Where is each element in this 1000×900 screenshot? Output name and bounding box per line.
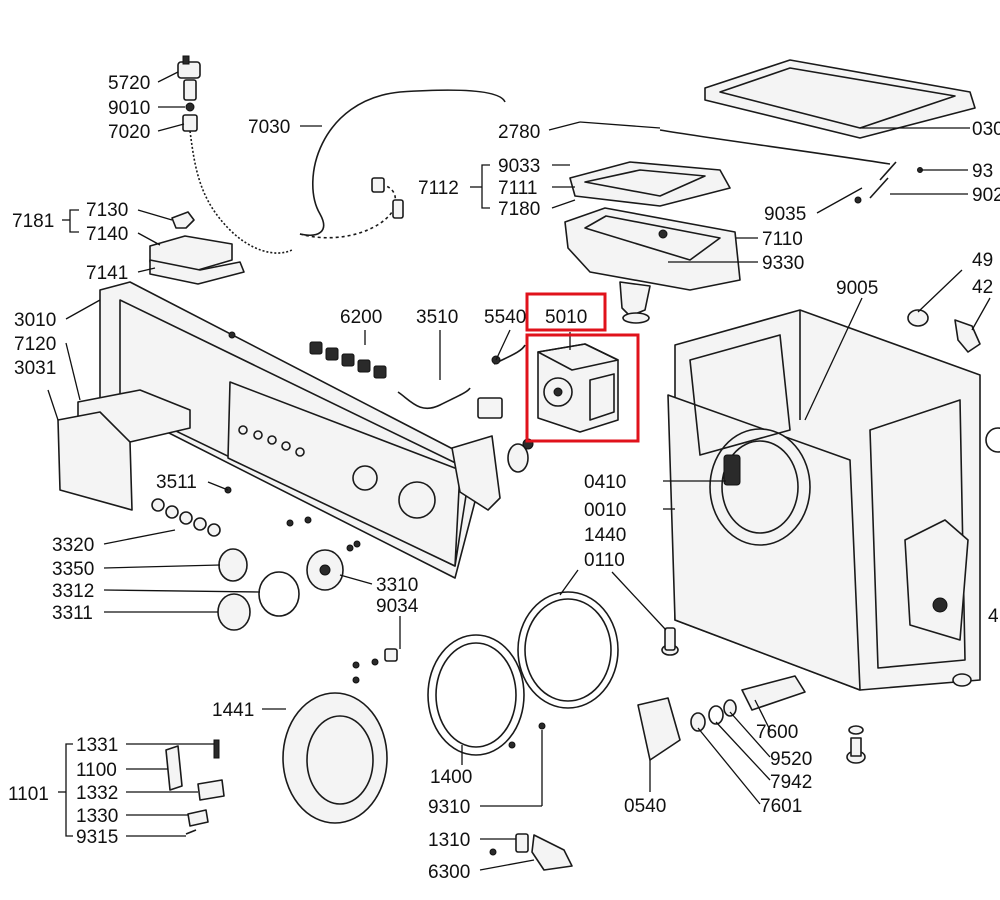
label-5720: 5720 xyxy=(108,73,150,94)
label-1400: 1400 xyxy=(430,767,472,788)
highlight-part-box xyxy=(525,333,640,443)
top-hinge-part xyxy=(854,161,923,204)
label-1441: 1441 xyxy=(212,700,254,721)
label-1332: 1332 xyxy=(76,783,118,804)
label-7600: 7600 xyxy=(756,722,798,743)
label-0410: 0410 xyxy=(584,472,626,493)
label-1330: 1330 xyxy=(76,806,118,827)
label-7020: 7020 xyxy=(108,122,150,143)
label-3312: 3312 xyxy=(52,581,94,602)
highlight-5010 xyxy=(525,292,640,443)
wire-harness-part xyxy=(659,129,891,165)
label-3511: 3511 xyxy=(156,472,197,493)
dispenser-housing-part xyxy=(564,161,741,324)
side-parts-part xyxy=(907,309,1000,453)
adjustable-foot-part xyxy=(661,627,972,764)
label-030: 030 xyxy=(972,119,1000,140)
label-1440: 1440 xyxy=(584,525,626,546)
door-part xyxy=(282,692,388,824)
drain-hose-part xyxy=(299,89,506,239)
label-49: 49 xyxy=(972,250,993,271)
leader-lines xyxy=(47,71,991,871)
hinge-bracket-part xyxy=(515,833,573,871)
label-5540: 5540 xyxy=(484,307,526,328)
label-3311: 3311 xyxy=(52,603,93,624)
door-lock-part xyxy=(165,739,225,835)
button-set-part xyxy=(151,498,221,537)
connector-part xyxy=(477,397,503,419)
control-panel-part xyxy=(99,281,479,579)
inlet-valve-part xyxy=(177,55,293,254)
knob-part xyxy=(217,548,344,631)
label-1331: 1331 xyxy=(76,735,118,756)
door-seal-part xyxy=(517,591,619,709)
cable-part xyxy=(397,387,471,410)
label-0540: 0540 xyxy=(624,796,666,817)
label-3510: 3510 xyxy=(416,307,458,328)
part-labels: 5720 9010 7020 7030 7181 7130 7140 7141 … xyxy=(8,73,1000,883)
label-2780: 2780 xyxy=(498,122,540,143)
label-7942: 7942 xyxy=(770,772,812,793)
label-9010: 9010 xyxy=(108,98,150,119)
label-9310: 9310 xyxy=(428,797,470,818)
label-93: 93 xyxy=(972,161,993,182)
label-3310: 3310 xyxy=(376,575,418,596)
label-1100: 1100 xyxy=(76,760,117,781)
label-1310: 1310 xyxy=(428,830,470,851)
label-7130: 7130 xyxy=(86,200,128,221)
label-9330: 9330 xyxy=(762,253,804,274)
label-3320: 3320 xyxy=(52,535,94,556)
screws-part xyxy=(224,331,546,856)
pump-filter-part xyxy=(637,675,806,761)
label-42: 42 xyxy=(972,277,993,298)
label-7140: 7140 xyxy=(86,224,128,245)
knob-spindle-part xyxy=(451,435,534,511)
label-7112: 7112 xyxy=(418,178,459,199)
label-5010: 5010 xyxy=(545,307,587,328)
label-7180: 7180 xyxy=(498,199,540,220)
label-6200: 6200 xyxy=(340,307,382,328)
label-3010: 3010 xyxy=(14,310,56,331)
label-9033: 9033 xyxy=(498,156,540,177)
label-3031: 3031 xyxy=(14,358,56,379)
label-9035: 9035 xyxy=(764,204,806,225)
label-7141: 7141 xyxy=(86,263,128,284)
switch-block-part xyxy=(309,341,387,379)
label-7030: 7030 xyxy=(248,117,290,138)
label-0010: 0010 xyxy=(584,500,626,521)
label-902: 902 xyxy=(972,185,1000,206)
label-1101: 1101 xyxy=(8,784,49,805)
label-9315: 9315 xyxy=(76,827,118,848)
programmer-module-part xyxy=(537,343,619,433)
dispenser-flap-part xyxy=(149,211,245,285)
label-7120: 7120 xyxy=(14,334,56,355)
top-lid-part xyxy=(704,59,976,139)
label-6300: 6300 xyxy=(428,862,470,883)
detergent-drawer-part xyxy=(57,389,191,511)
label-9005: 9005 xyxy=(836,278,878,299)
label-7111: 7111 xyxy=(498,178,537,199)
label-7110: 7110 xyxy=(762,229,803,250)
label-0110: 0110 xyxy=(584,550,625,571)
label-7181: 7181 xyxy=(12,211,54,232)
label-3350: 3350 xyxy=(52,559,94,580)
cabinet-body-part xyxy=(667,309,981,691)
door-ring-part xyxy=(427,634,525,756)
label-4: 4 xyxy=(988,606,999,627)
label-9034: 9034 xyxy=(376,596,419,617)
highlight-label-box xyxy=(525,292,607,332)
label-9520: 9520 xyxy=(770,749,812,770)
label-7601: 7601 xyxy=(760,796,802,817)
